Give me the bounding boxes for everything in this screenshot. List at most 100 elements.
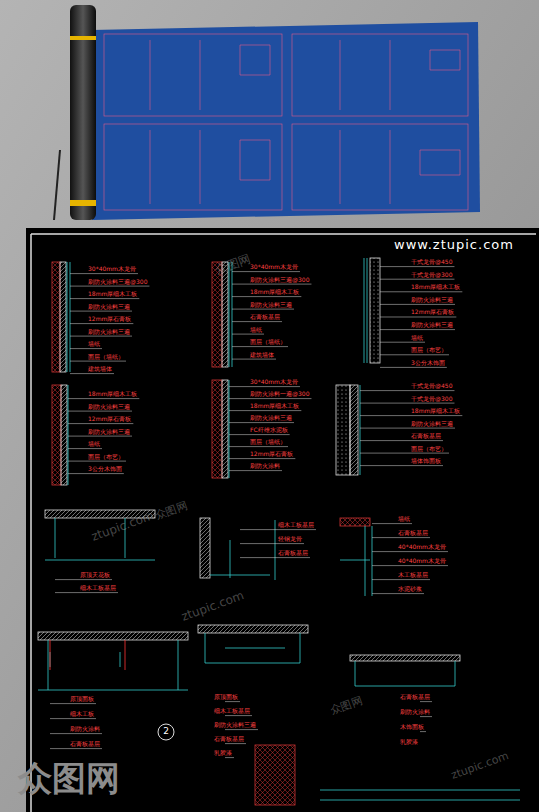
- material-label: 18mm厚细木工板: [88, 391, 137, 398]
- material-label: 刷防火涂料三遍: [88, 404, 130, 411]
- material-label: 面层（布艺）: [88, 454, 124, 461]
- logo-watermark: 众图网: [18, 760, 120, 797]
- material-label: 18mm厚细木工板: [250, 289, 299, 296]
- leader-line: [380, 354, 449, 355]
- material-label: 3公分木饰面: [411, 360, 445, 367]
- leader-line: [50, 718, 96, 719]
- material-label: 18mm厚细木工板: [250, 403, 299, 410]
- material-label: 面层（布艺）: [411, 446, 447, 453]
- leader-line: [420, 731, 426, 732]
- material-label: 干式龙骨@300: [411, 272, 452, 279]
- leader-line: [240, 557, 310, 558]
- material-label: 建筑墙体: [88, 366, 112, 373]
- leader-line: [229, 386, 300, 387]
- material-label: 刷防火涂料三遍: [214, 722, 256, 729]
- leader-line: [225, 743, 246, 744]
- material-label: 细木工板: [70, 711, 94, 718]
- leader-line: [232, 296, 301, 297]
- leader-line: [70, 361, 126, 362]
- leader-line: [372, 551, 448, 552]
- leader-line: [229, 422, 294, 423]
- material-label: 石膏板基层: [250, 314, 280, 321]
- material-label: 面层（墙纸）: [250, 439, 286, 446]
- material-label: 刷防火涂料三遍: [88, 304, 130, 311]
- material-label: 12mm厚石膏板: [88, 416, 131, 423]
- leader-line: [420, 701, 432, 702]
- leader-line: [372, 579, 430, 580]
- material-label: 墙纸: [88, 341, 100, 348]
- leader-line: [240, 529, 316, 530]
- leader-line: [70, 373, 114, 374]
- callout-number: 2: [163, 727, 169, 737]
- leader-line: [360, 390, 454, 391]
- material-label: 面层（布艺）: [411, 347, 447, 354]
- leader-line: [420, 716, 432, 717]
- leader-line: [68, 423, 133, 424]
- material-label: 原顶天花板: [80, 572, 110, 579]
- material-label: 18mm厚细木工板: [88, 291, 137, 298]
- material-label: 干式龙骨@450: [411, 383, 452, 390]
- leader-line: [225, 729, 258, 730]
- material-label: 细木工板基层: [214, 708, 250, 715]
- leader-line: [229, 458, 295, 459]
- leader-line: [232, 334, 264, 335]
- leader-line: [229, 410, 301, 411]
- material-label: 3公分木饰面: [88, 466, 122, 473]
- leader-line: [229, 446, 288, 447]
- leader-line: [232, 271, 300, 272]
- leader-line: [50, 733, 102, 734]
- leader-line: [70, 273, 138, 274]
- material-label: 刷防火涂料一遍@300: [250, 391, 309, 398]
- material-label: 石膏板基层: [398, 530, 428, 537]
- leader-line: [232, 346, 288, 347]
- material-label: 木饰面板: [400, 724, 424, 731]
- leader-line: [360, 465, 443, 466]
- material-label: 水泥砂浆: [398, 586, 422, 593]
- material-label: 原顶面板: [70, 696, 94, 703]
- material-label: 石膏板基层: [70, 741, 100, 748]
- leader-line: [240, 543, 304, 544]
- material-label: 30*40mm木龙骨: [88, 266, 136, 273]
- material-label: 石膏板基层: [278, 550, 308, 557]
- leader-line: [55, 592, 118, 593]
- leader-line: [380, 316, 456, 317]
- material-label: 40*40mm木龙骨: [398, 544, 446, 551]
- leader-line: [70, 286, 149, 287]
- leader-line: [360, 415, 462, 416]
- leader-line: [360, 453, 449, 454]
- material-label: 墙纸: [88, 441, 100, 448]
- material-label: 刷防火涂料: [250, 463, 280, 470]
- material-label: 刷防火涂料: [400, 709, 430, 716]
- material-label: 12mm厚石膏板: [411, 309, 454, 316]
- leader-line: [380, 291, 462, 292]
- leader-line: [360, 428, 455, 429]
- leader-line: [372, 565, 448, 566]
- material-label: 刷防火涂料三遍: [88, 429, 130, 436]
- material-label: 40*40mm木龙骨: [398, 558, 446, 565]
- leader-line: [229, 434, 290, 435]
- material-label: 墙纸: [411, 335, 423, 342]
- leader-line: [380, 279, 454, 280]
- material-label: 面层（墙纸）: [88, 354, 124, 361]
- material-label: 刷防火涂料三遍: [250, 302, 292, 309]
- material-label: 18mm厚细木工板: [411, 284, 460, 291]
- material-label: 12mm厚石膏板: [250, 451, 293, 458]
- leader-line: [225, 701, 240, 702]
- leader-line: [360, 403, 454, 404]
- material-label: 墙体饰面板: [411, 458, 441, 465]
- leader-line: [229, 470, 282, 471]
- watermark-url: www.ztupic.com: [394, 238, 514, 252]
- leader-line: [380, 342, 425, 343]
- leader-line: [372, 523, 412, 524]
- material-label: 刷防火涂料三遍: [411, 322, 453, 329]
- material-label: 刷防火涂料三遍: [411, 421, 453, 428]
- leader-line: [380, 329, 455, 330]
- leader-line: [360, 440, 443, 441]
- material-label: 原顶面板: [214, 694, 238, 701]
- material-label: 刷防火涂料三遍: [411, 297, 453, 304]
- material-label: FC纤维水泥板: [250, 427, 288, 434]
- material-label: 干式龙骨@300: [411, 396, 452, 403]
- material-label: 石膏板基层: [400, 694, 430, 701]
- leader-line: [372, 593, 424, 594]
- material-label: 刷防火涂料三遍: [250, 415, 292, 422]
